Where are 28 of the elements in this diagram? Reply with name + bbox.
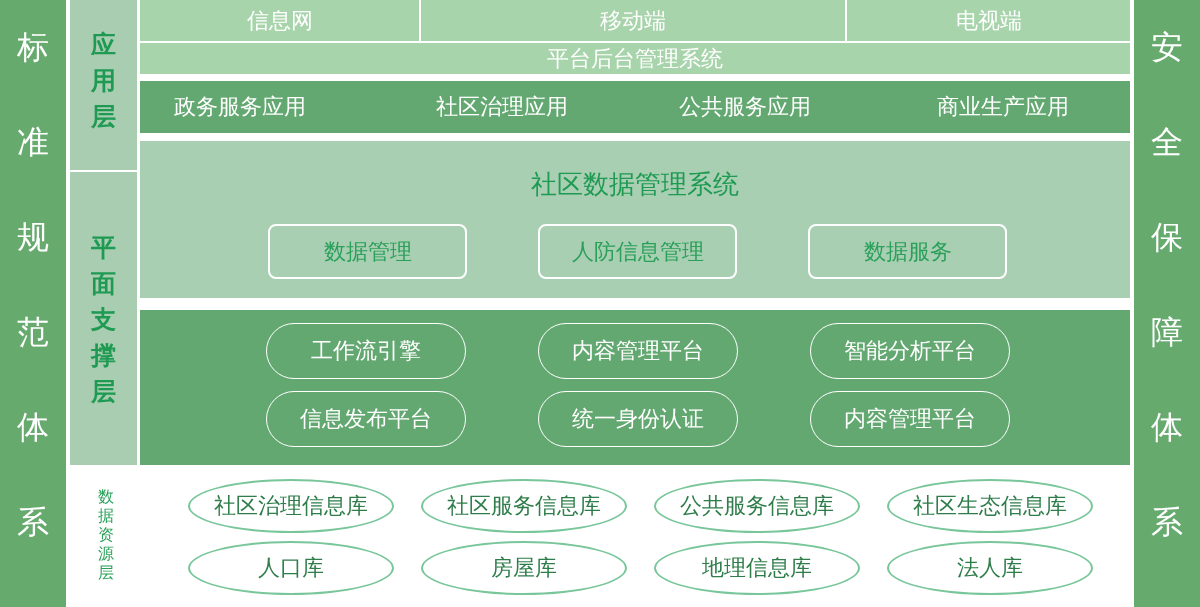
support-panel bbox=[140, 310, 1130, 465]
side-band: 标准规范体系 bbox=[0, 0, 66, 607]
app-label: 政务服务应用 bbox=[174, 93, 306, 121]
database-ellipse: 社区生态信息库 bbox=[887, 479, 1093, 533]
database-ellipse: 房屋库 bbox=[421, 541, 627, 595]
menu-cell: 平台后台管理系统 bbox=[140, 43, 1130, 74]
layer-label-cell: 平面支撑层 bbox=[70, 172, 137, 465]
app-band bbox=[140, 81, 1130, 133]
side-band: 安全保障体系 bbox=[1134, 0, 1200, 607]
module-box: 数据服务 bbox=[808, 224, 1007, 279]
app-label: 商业生产应用 bbox=[937, 93, 1069, 121]
layer-label-cell: 应用层 bbox=[70, 0, 137, 170]
menu-cell: 信息网 bbox=[140, 0, 419, 41]
menu-cell: 移动端 bbox=[421, 0, 845, 41]
database-ellipse: 社区服务信息库 bbox=[421, 479, 627, 533]
app-label: 公共服务应用 bbox=[679, 93, 811, 121]
database-ellipse: 社区治理信息库 bbox=[188, 479, 394, 533]
panel-title: 社区数据管理系统 bbox=[530, 168, 740, 201]
database-ellipse: 公共服务信息库 bbox=[654, 479, 860, 533]
module-box: 人防信息管理 bbox=[538, 224, 737, 279]
database-ellipse: 地理信息库 bbox=[654, 541, 860, 595]
app-label: 社区治理应用 bbox=[436, 93, 568, 121]
menu-cell: 电视端 bbox=[847, 0, 1130, 41]
database-ellipse: 人口库 bbox=[188, 541, 394, 595]
layer-label: 数据资源层 bbox=[98, 487, 114, 582]
system-panel bbox=[140, 141, 1130, 298]
module-box: 数据管理 bbox=[268, 224, 467, 279]
database-ellipse: 法人库 bbox=[887, 541, 1093, 595]
